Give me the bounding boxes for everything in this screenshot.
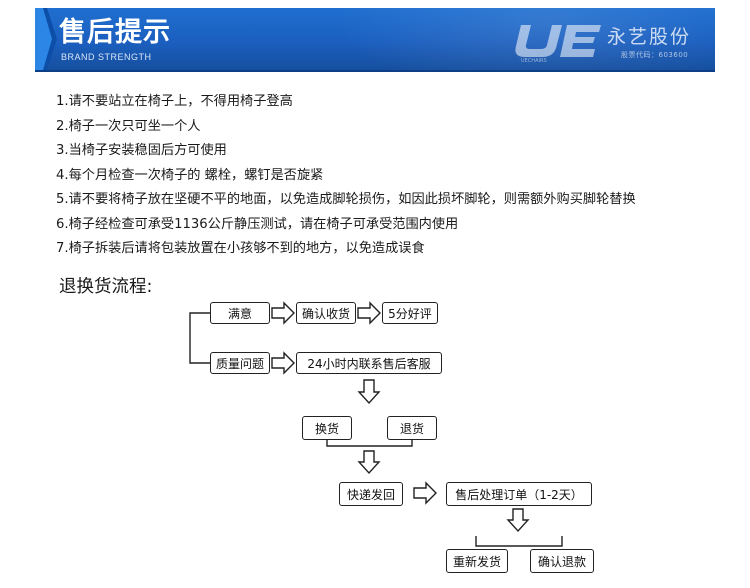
- flow-title: 退换货流程:: [59, 277, 153, 297]
- arrow-right-icon: [271, 351, 295, 375]
- note-item: 7.椅子拆装后请将包装放置在小孩够不到的地方，以免造成误食: [56, 241, 425, 256]
- brand-logo-caption: UECHAIRS: [521, 58, 547, 64]
- arrow-down-icon: [357, 379, 381, 405]
- node-reship: 重新发货: [446, 549, 508, 573]
- node-confirm-receipt: 确认收货: [296, 302, 356, 324]
- branch-connector: [189, 312, 210, 364]
- brand-name: 永艺股份: [607, 26, 692, 48]
- node-exchange: 换货: [302, 416, 352, 440]
- node-express-back: 快递发回: [339, 482, 403, 506]
- node-contact-service: 24小时内联系售后客服: [296, 352, 442, 374]
- note-item: 1.请不要站立在椅子上，不得用椅子登高: [56, 94, 293, 109]
- note-item: 3.当椅子安装稳固后方可使用: [56, 143, 227, 158]
- node-quality-issue: 质量问题: [210, 352, 270, 374]
- stock-code: 股票代码：603600: [621, 51, 689, 59]
- page-title: 售后提示: [59, 17, 171, 48]
- node-satisfied: 满意: [210, 302, 270, 324]
- node-confirm-refund: 确认退款: [530, 549, 594, 573]
- arrow-down-icon: [506, 508, 530, 533]
- note-item: 4.每个月检查一次椅子的 螺栓，螺钉是否旋紧: [56, 167, 324, 183]
- arrow-right-icon: [413, 481, 437, 505]
- node-return: 退货: [387, 416, 437, 440]
- banner-underline: [35, 70, 715, 72]
- chevron-right-icon: [35, 8, 57, 70]
- split-connector: [475, 536, 563, 547]
- merge-connector: [326, 439, 413, 447]
- arrow-right-icon: [357, 301, 381, 325]
- arrow-right-icon: [271, 301, 295, 325]
- note-item: 2.椅子一次只可坐一个人: [56, 118, 201, 134]
- node-process-order: 售后处理订单（1-2天）: [446, 482, 592, 506]
- brand-logo-icon: [515, 25, 601, 57]
- note-item: 6.椅子经检查可承受1136公斤静压测试，请在椅子可承受范围内使用: [56, 216, 459, 232]
- after-sales-notes: 1.请不要站立在椅子上，不得用椅子登高 2.椅子一次只可坐一个人 3.当椅子安装…: [56, 90, 636, 262]
- node-five-star-review: 5分好评: [382, 302, 438, 324]
- header-banner: 售后提示 BRAND STRENGTH UECHAIRS 永艺股份 股票代码：6…: [35, 8, 715, 70]
- note-item: 5.请不要将椅子放在坚硬不平的地面，以免造成脚轮损伤，如因此损坏脚轮，则需额外购…: [56, 192, 636, 207]
- arrow-down-icon: [357, 450, 381, 475]
- page-subtitle: BRAND STRENGTH: [61, 52, 152, 62]
